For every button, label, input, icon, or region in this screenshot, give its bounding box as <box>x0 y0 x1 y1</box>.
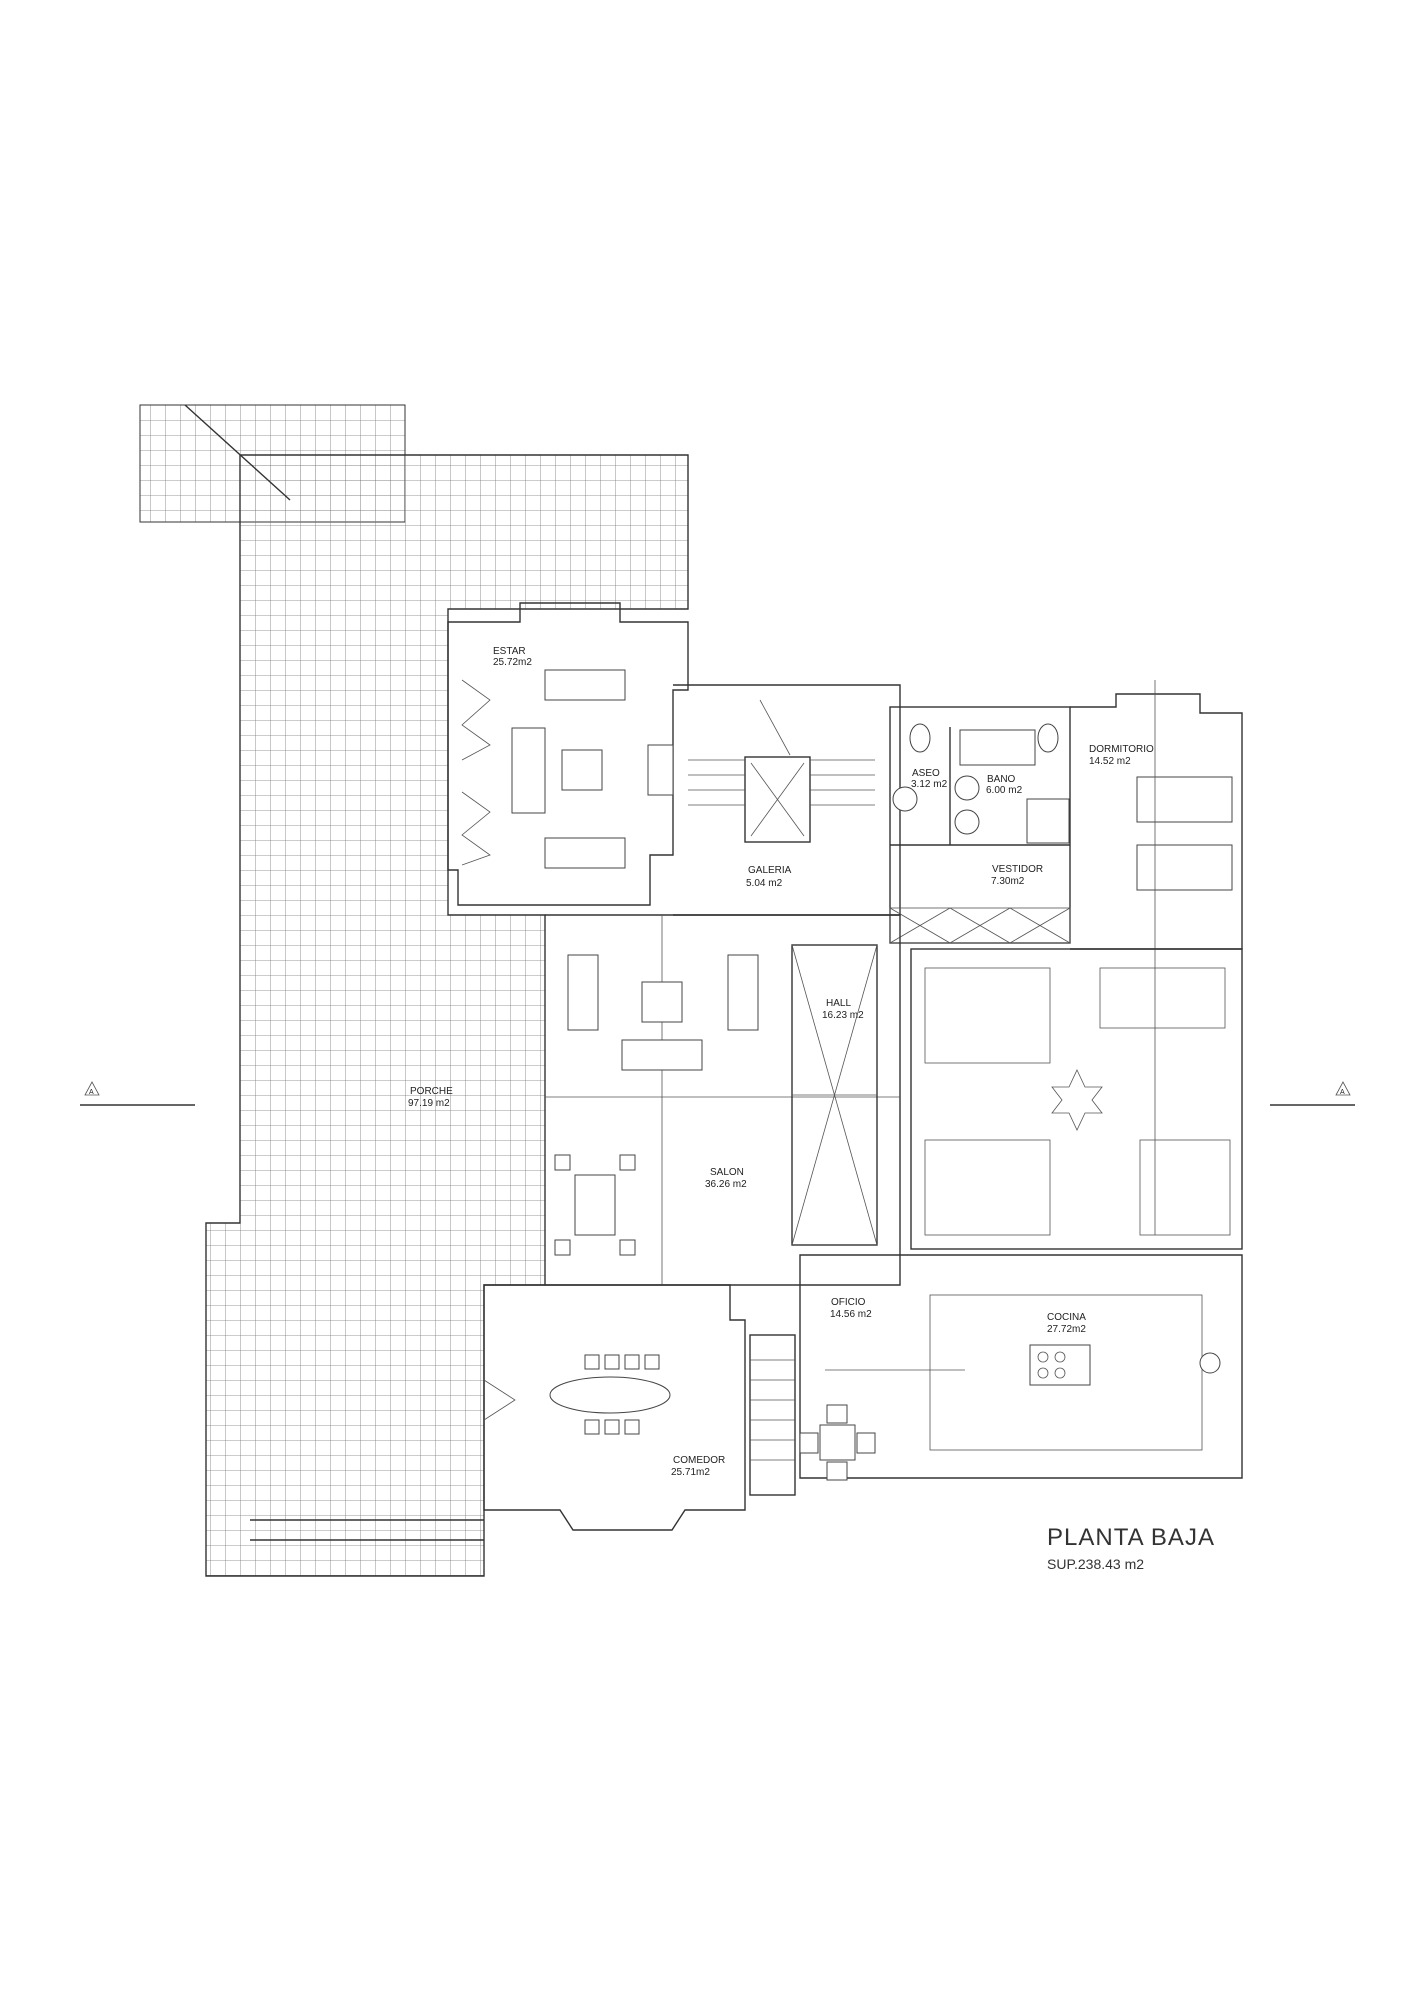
svg-text:A: A <box>89 1089 94 1096</box>
porch-tiles <box>139 404 689 1577</box>
courtyard <box>910 948 1243 1250</box>
plan-title: PLANTA BAJA <box>1047 1524 1215 1551</box>
sink <box>954 775 980 801</box>
section-marker-right: A <box>1270 1081 1355 1106</box>
toilet <box>1037 723 1059 753</box>
area-salon: 36.26 m2 <box>705 1179 747 1190</box>
label-bano: BANO <box>987 774 1016 785</box>
stair <box>749 1334 796 1496</box>
toilet <box>909 723 931 753</box>
area-comedor: 25.71m2 <box>671 1467 710 1478</box>
label-comedor: COMEDOR <box>673 1455 725 1466</box>
room-dormitorio <box>1070 680 1243 1235</box>
area-vestidor: 7.30m2 <box>991 876 1025 887</box>
cooktop <box>1029 1344 1091 1386</box>
label-porche: PORCHE <box>410 1086 453 1097</box>
sink <box>954 809 980 835</box>
label-hall: HALL <box>826 998 851 1009</box>
room-cocina <box>799 1254 1243 1481</box>
sofa <box>544 669 626 701</box>
label-oficio: OFICIO <box>831 1297 866 1308</box>
bathtub <box>959 729 1036 766</box>
room-labels: ESTAR 25.72m2 GALERIA 5.04 m2 ASEO 3.12 … <box>408 646 1154 1478</box>
label-vestidor: VESTIDOR <box>992 864 1043 875</box>
office-table <box>819 1424 856 1461</box>
area-porche: 97.19 m2 <box>408 1098 450 1109</box>
label-dormitorio: DORMITORIO <box>1089 744 1154 755</box>
plan-surface: SUP.238.43 m2 <box>1047 1556 1144 1572</box>
elevator <box>744 756 811 843</box>
label-salon: SALON <box>710 1167 744 1178</box>
sofa <box>544 837 626 869</box>
sink <box>892 786 918 812</box>
room-comedor <box>483 1284 796 1531</box>
bath-block <box>889 706 1071 944</box>
section-marker-left: A <box>80 1081 195 1106</box>
sofa <box>511 727 546 814</box>
dining-table <box>549 1376 671 1414</box>
area-hall: 16.23 m2 <box>822 1010 864 1021</box>
svg-text:A: A <box>1340 1089 1345 1096</box>
area-aseo: 3.12 m2 <box>911 779 948 790</box>
area-oficio: 14.56 m2 <box>830 1309 872 1320</box>
label-aseo: ASEO <box>912 768 940 779</box>
room-estar <box>447 602 689 906</box>
shower <box>1026 798 1070 844</box>
area-bano: 6.00 m2 <box>986 785 1023 796</box>
area-dormitorio: 14.52 m2 <box>1089 756 1131 767</box>
label-cocina: COCINA <box>1047 1312 1086 1323</box>
label-estar: ESTAR <box>493 646 526 657</box>
area-estar: 25.72m2 <box>493 657 532 668</box>
room-galeria <box>673 684 901 916</box>
label-galeria: GALERIA <box>748 865 792 876</box>
bed <box>1136 776 1233 823</box>
room-salon <box>545 914 901 1286</box>
bed <box>1136 844 1233 891</box>
coffee-table <box>561 749 603 791</box>
area-galeria: 5.04 m2 <box>746 878 783 889</box>
dining-table <box>574 1174 616 1236</box>
area-cocina: 27.72m2 <box>1047 1324 1086 1335</box>
fountain <box>1051 1069 1103 1131</box>
